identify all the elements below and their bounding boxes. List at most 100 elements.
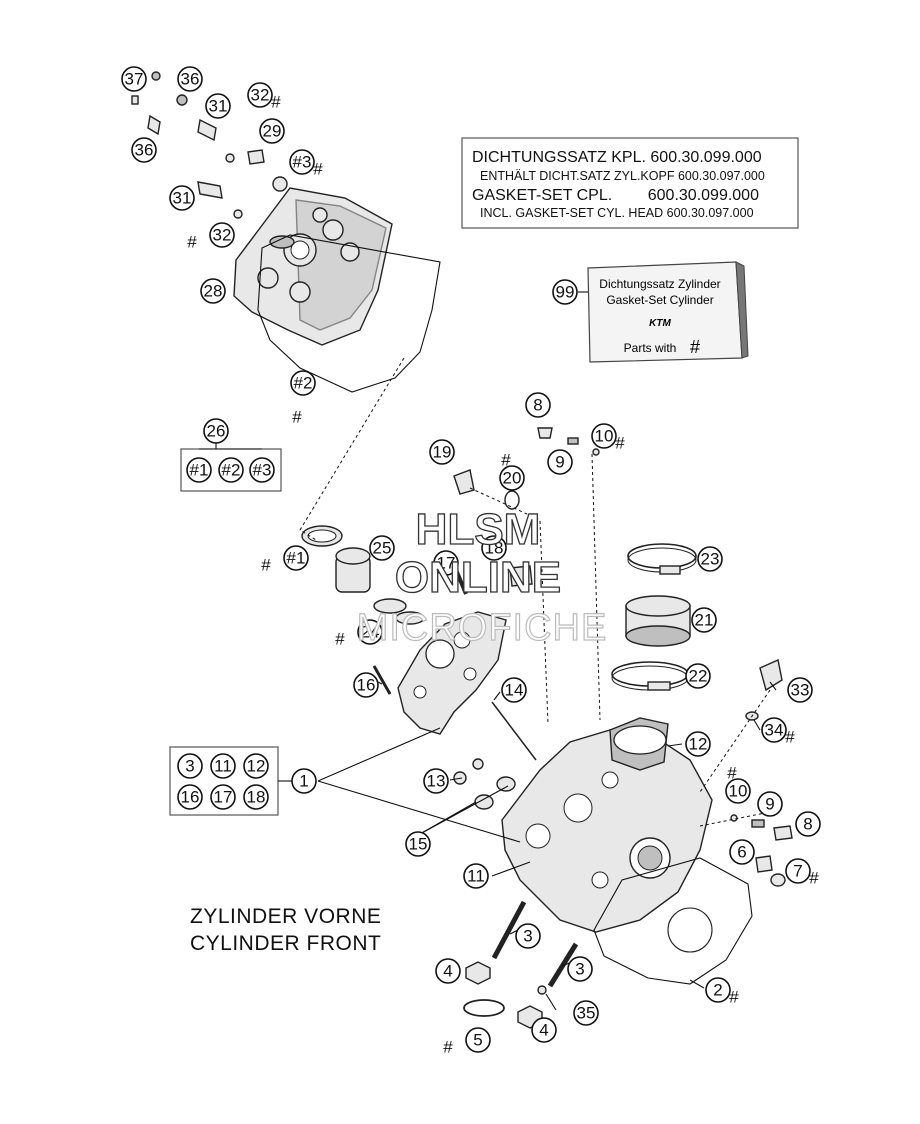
svg-text:32: 32 (251, 86, 270, 105)
info-line-4: INCL. GASKET-SET CYL. HEAD 600.30.097.00… (480, 206, 754, 220)
svg-text:3: 3 (575, 960, 584, 979)
svg-text:#1: #1 (287, 549, 306, 568)
svg-text:13: 13 (427, 772, 446, 791)
callout-10b: 10# (725, 764, 751, 804)
svg-text:17: 17 (214, 788, 233, 807)
group-26-item-2: #2 (218, 457, 244, 483)
watermark-line-2: ONLINE (395, 553, 561, 602)
caption-line-1: ZYLINDER VORNE (190, 905, 381, 928)
group-1-item-11: 11 (210, 753, 236, 779)
callout-1: 1 (291, 768, 317, 794)
hash-marker: # (261, 556, 271, 575)
hash-marker: # (785, 728, 795, 747)
group-26-item-3: #3 (249, 457, 275, 483)
svg-text:18: 18 (485, 539, 504, 558)
info-line-1: DICHTUNGSSATZ KPL. 600.30.099.000 (472, 149, 762, 166)
svg-text:12: 12 (247, 757, 266, 776)
svg-text:22: 22 (689, 667, 708, 686)
kit-hash-symbol: # (690, 337, 700, 357)
group-1-contents: 3 11 12 16 17 18 1 (177, 753, 317, 810)
view-caption: ZYLINDER VORNE CYLINDER FRONT (190, 905, 381, 955)
info-line-3: GASKET-SET CPL. 600.30.099.000 (472, 187, 759, 204)
svg-text:36: 36 (181, 70, 200, 89)
svg-text:24: 24 (361, 623, 380, 642)
callout-2: 2# (705, 977, 739, 1007)
svg-text:4: 4 (539, 1021, 548, 1040)
svg-text:4: 4 (443, 962, 452, 981)
callout-h2: #2 # (290, 370, 316, 427)
watermark-line-1: HLSM (416, 505, 541, 554)
valve-cover (233, 187, 441, 393)
svg-text:11: 11 (467, 867, 485, 886)
svg-text:16: 16 (181, 788, 200, 807)
svg-text:23: 23 (701, 550, 720, 569)
upper-small-parts (131, 71, 288, 219)
hash-marker: # (187, 233, 197, 252)
callout-24: 24 # (335, 619, 383, 649)
callout-10: 10# (591, 423, 625, 453)
svg-text:#3: #3 (293, 153, 312, 172)
svg-text:31: 31 (209, 97, 228, 116)
callout-19: 19 (429, 439, 455, 465)
svg-text:17: 17 (437, 554, 456, 573)
svg-text:2: 2 (713, 981, 722, 1000)
callout-25: 25 (369, 535, 395, 561)
callout-9: 9 (547, 449, 573, 475)
svg-text:36: 36 (135, 141, 154, 160)
callout-18: 18 (481, 535, 507, 561)
callout-h3: #3# (289, 149, 323, 179)
hash-marker: # (501, 451, 511, 470)
svg-text:8: 8 (533, 396, 542, 415)
callout-4b: 4 (531, 1017, 557, 1043)
camshaft-bearing-bridge (397, 611, 507, 735)
svg-text:25: 25 (373, 539, 392, 558)
callout-33: 33 (787, 677, 813, 703)
svg-text:#2: #2 (222, 461, 241, 480)
hash-marker: # (727, 764, 737, 783)
callout-16: 16 (353, 672, 379, 698)
callout-8: 8 (525, 392, 551, 418)
hash-marker: # (809, 869, 819, 888)
callout-7: 7# (785, 858, 819, 888)
kit-line-2: Gasket-Set Cylinder (606, 293, 713, 307)
svg-text:99: 99 (556, 283, 575, 302)
hash-marker: # (335, 630, 345, 649)
callout-14: 14 (501, 677, 527, 703)
svg-text:10: 10 (729, 782, 748, 801)
callout-31b: 31 (169, 185, 195, 211)
svg-text:#3: #3 (253, 461, 272, 480)
svg-text:3: 3 (185, 757, 194, 776)
hash-marker: # (292, 408, 302, 427)
info-line-2: ENTHÄLT DICHT.SATZ ZYL.KOPF 600.30.097.0… (480, 169, 765, 183)
svg-text:#2: #2 (294, 374, 313, 393)
svg-text:31: 31 (173, 189, 192, 208)
svg-text:33: 33 (791, 681, 810, 700)
svg-text:32: 32 (213, 226, 232, 245)
svg-text:1: 1 (299, 772, 308, 791)
group-26-contents: 26 #1 #2 #3 (186, 418, 275, 483)
svg-text:28: 28 (204, 282, 223, 301)
intake-flange-parts (611, 543, 697, 691)
hash-marker: # (443, 1038, 453, 1057)
callout-6: 6 (729, 839, 755, 865)
callout-31: 31 (205, 93, 231, 119)
callout-3: 3 (515, 923, 541, 949)
svg-text:35: 35 (577, 1004, 596, 1023)
callout-36b: 36 (131, 137, 157, 163)
svg-text:3: 3 (523, 927, 532, 946)
callout-99: 99 (552, 279, 578, 305)
svg-text:34: 34 (765, 721, 784, 740)
ktm-logo: KTM (649, 318, 671, 329)
hash-marker: # (313, 160, 323, 179)
callout-32: 32# (247, 82, 281, 112)
cylinder-head (501, 717, 753, 985)
hash-marker: # (271, 93, 281, 112)
callout-36: 36 (177, 66, 203, 92)
svg-text:16: 16 (357, 676, 376, 695)
leader-lines (299, 357, 777, 1011)
watermark: HLSM ONLINE MICROFICHE (356, 504, 607, 649)
svg-text:9: 9 (555, 453, 564, 472)
